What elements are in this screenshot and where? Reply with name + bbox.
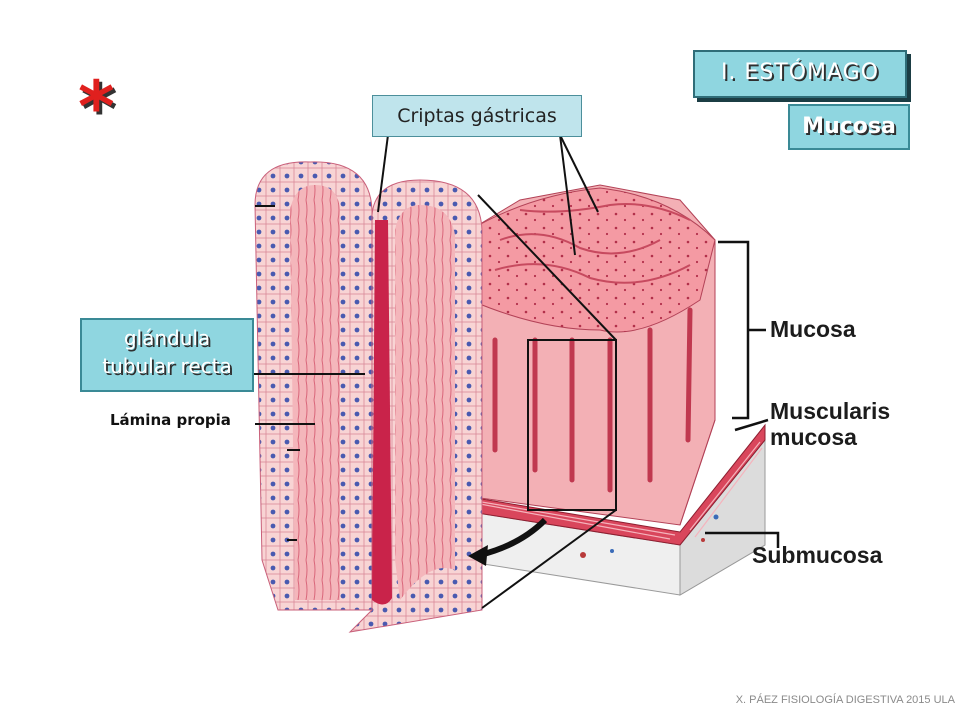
glandula-label-box: glándula tubular recta	[80, 318, 254, 392]
muscularis-label-line2: mucosa	[770, 424, 857, 450]
title-box: I. ESTÓMAGO	[693, 50, 907, 98]
footer-credit: X. PÁEZ FISIOLOGÍA DIGESTIVA 2015 ULA	[735, 694, 955, 706]
submucosa-label: Submucosa	[752, 542, 883, 568]
enlargement-box	[527, 339, 617, 511]
gastric-glands-enlarged	[254, 161, 483, 633]
leader-lines	[250, 134, 617, 609]
layer-brackets	[705, 240, 780, 548]
asterisk-marker: *	[78, 66, 115, 148]
arrow-curved	[468, 517, 548, 566]
page-subtitle: Mucosa	[802, 114, 896, 139]
lamina-propia-label: Lámina propia	[110, 411, 231, 429]
glandula-label-line1: glándula	[123, 326, 211, 350]
criptas-label-box: Criptas gástricas	[372, 95, 582, 137]
mucosa-block	[457, 184, 716, 526]
muscularis-label-line1: Muscularis	[770, 398, 891, 424]
criptas-label: Criptas gástricas	[397, 105, 557, 127]
page-title: I. ESTÓMAGO	[720, 60, 880, 85]
subtitle-box: Mucosa	[788, 104, 910, 150]
mucosa-layer-label: Mucosa	[770, 316, 856, 342]
glandula-label-line2: tubular recta	[102, 354, 232, 378]
